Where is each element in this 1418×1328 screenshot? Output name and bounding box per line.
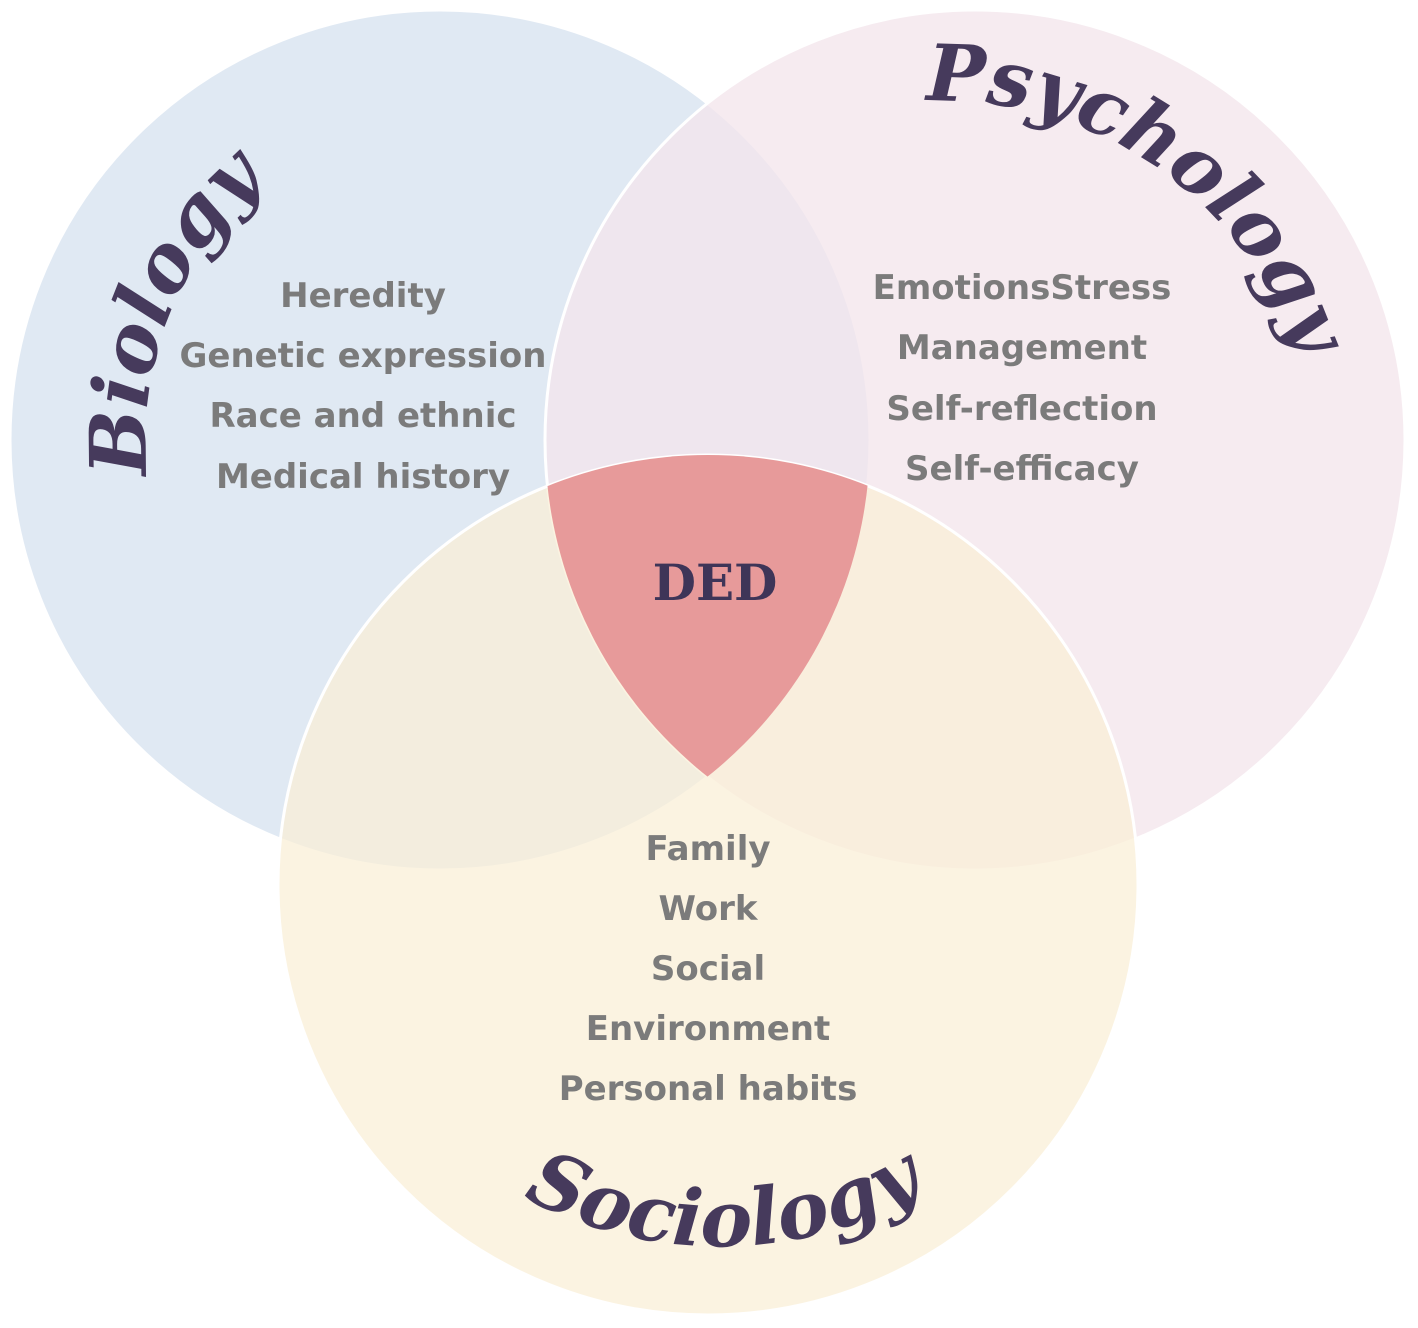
biology-factor-item: Heredity <box>280 276 446 316</box>
psychology-factor-list: EmotionsStress Management Self-reflectio… <box>873 268 1172 489</box>
sociology-factor-item: Personal habits <box>559 1069 858 1109</box>
biology-factor-item: Genetic expression <box>180 336 547 376</box>
psychology-factor-item: Self-reflection <box>886 389 1157 429</box>
biology-factor-item: Medical history <box>216 457 510 497</box>
sociology-factor-item: Family <box>645 829 770 869</box>
psychology-factor-item: EmotionsStress <box>873 268 1172 308</box>
sociology-factor-list: Family Work Social Environment Personal … <box>559 829 858 1109</box>
biology-factor-item: Race and ethnic <box>209 396 516 436</box>
sociology-factor-item: Environment <box>586 1009 831 1049</box>
psychology-factor-item: Management <box>897 328 1147 368</box>
sociology-factor-item: Social <box>651 949 765 989</box>
psychology-factor-item: Self-efficacy <box>905 449 1139 489</box>
sociology-factor-item: Work <box>658 889 758 929</box>
biology-factor-list: Heredity Genetic expression Race and eth… <box>180 276 547 497</box>
ded-center-label: DED <box>653 553 778 612</box>
